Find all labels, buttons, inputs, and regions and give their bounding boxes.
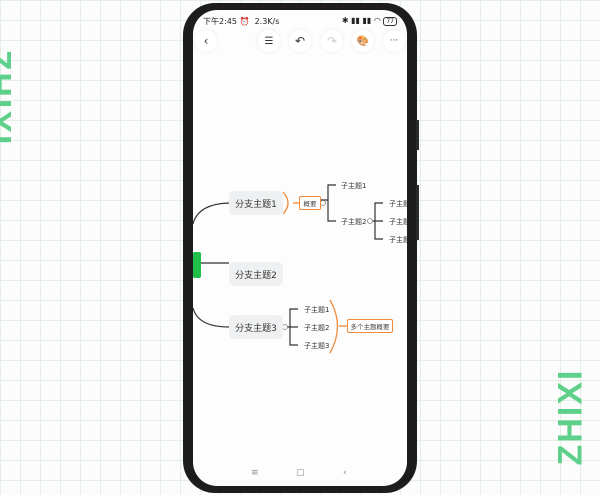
power-button [416,185,419,240]
summary-topic-1[interactable]: 概要 [299,196,321,210]
more-button[interactable]: ··· [383,30,405,52]
nav-menu-button[interactable]: ≡ [251,468,259,478]
summary-topic-3[interactable]: 多个主题概要 [347,319,393,333]
alarm-icon: ⏰ [239,17,250,26]
subtopic[interactable]: 子主题 [389,200,407,208]
branch-topic-3[interactable]: 分支主题3 [229,315,283,339]
nav-home-button[interactable]: ▢ [296,468,305,478]
volume-button [416,120,419,150]
watermark-right: ZHIXI . [551,368,600,466]
subtopic[interactable]: 子主题 [389,218,407,226]
status-bar: 下午2:45 ⏰ 2.3K/s ✱ ▮▮ ▮▮ ◠ 77 [203,16,397,27]
signal-icon: ✱ ▮▮ ▮▮ ◠ [341,16,381,25]
watermark-left: ZHIXI . [0,49,18,170]
connector-lines [193,184,383,354]
theme-button[interactable]: 🎨 [352,30,374,52]
status-time: 下午2:45 [203,17,237,26]
back-button[interactable]: ‹ [195,30,217,52]
nav-back-button[interactable]: ‹ [343,468,347,478]
battery-icon: 77 [383,17,397,26]
subtopic[interactable]: 子主题2 [341,218,367,226]
undo-button[interactable]: ↶ [289,30,311,52]
outline-button[interactable]: ☰ [258,30,280,52]
subtopic[interactable]: 子主题3 [304,342,330,350]
root-topic [193,252,201,278]
net-speed: 2.3K/s [254,17,280,26]
screen: 下午2:45 ⏰ 2.3K/s ✱ ▮▮ ▮▮ ◠ 77 ‹ ☰ ↶ ↷ 🎨 ·… [193,10,407,486]
subtopic[interactable]: 子主题1 [341,182,367,190]
branch-topic-1[interactable]: 分支主题1 [229,191,283,215]
subtopic[interactable]: 子主题2 [304,324,330,332]
subtopic[interactable]: 子主题 [389,236,407,244]
subtopic[interactable]: 子主题1 [304,306,330,314]
branch-topic-2[interactable]: 分支主题2 [229,262,283,286]
redo-button[interactable]: ↷ [321,30,343,52]
